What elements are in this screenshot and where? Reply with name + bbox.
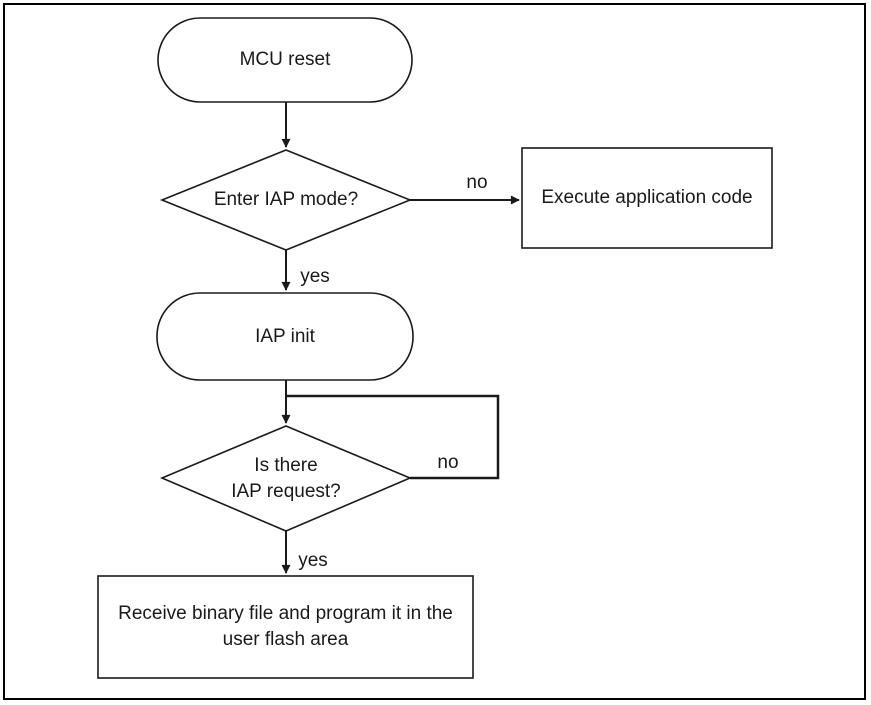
process-receive-binary-label: Receive binary file and program it in th… — [118, 603, 453, 650]
process-execute-application-shape — [521, 147, 773, 249]
terminator-mcu-reset-shape — [157, 17, 413, 103]
decision-enter-iap-mode-label: Enter IAP mode? — [213, 189, 359, 211]
decision-iap-request-label: Is there IAP request? — [231, 454, 341, 502]
edge-label-enter-iap-yes: yes — [300, 266, 330, 287]
process-receive-binary-shape — [97, 575, 474, 679]
terminator-iap-init-shape — [156, 292, 414, 381]
edge-label-iap-request-yes: yes — [298, 550, 328, 571]
process-execute-application-label: Execute application code — [541, 187, 753, 209]
decision-enter-iap-mode-shape — [159, 149, 413, 251]
terminator-mcu-reset-label: MCU reset — [239, 49, 331, 71]
edge-label-iap-request-no: no — [437, 452, 459, 473]
edge-iap-request-no-loop — [286, 394, 500, 480]
decision-iap-request-shape — [159, 425, 413, 532]
terminator-iap-init-label: IAP init — [255, 325, 315, 347]
edge-label-enter-iap-no: no — [466, 172, 488, 193]
